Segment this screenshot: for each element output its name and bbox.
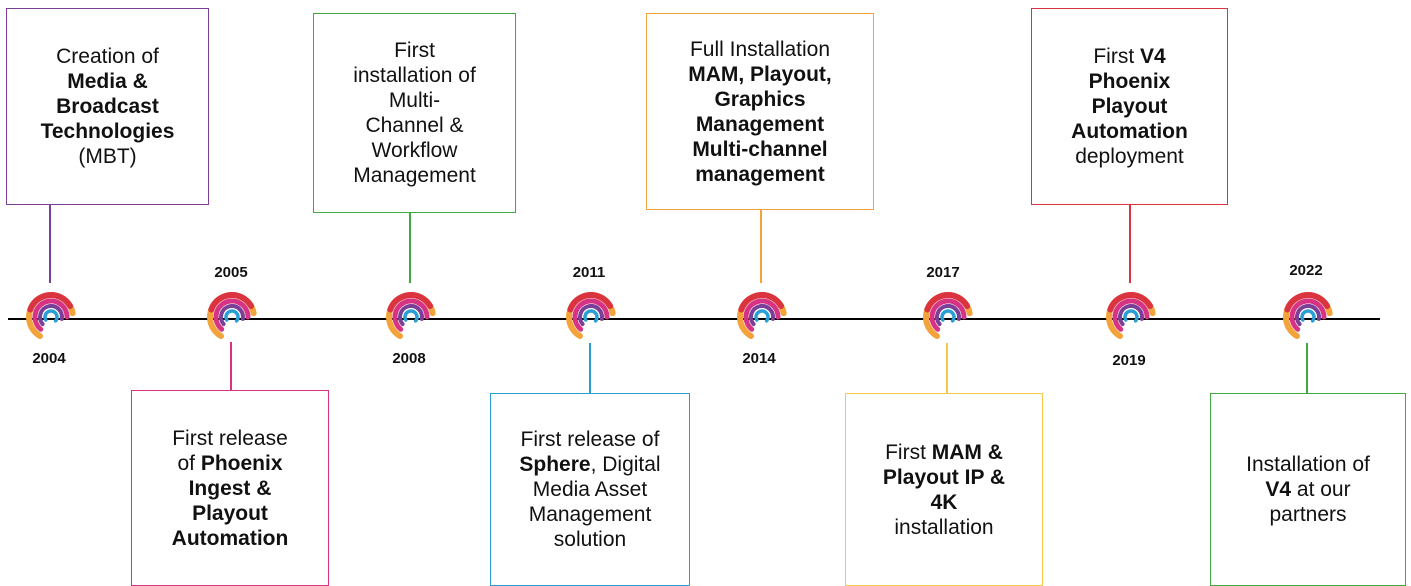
text-part: Management — [528, 503, 652, 526]
text-bold: MAM, Playout, — [688, 62, 832, 86]
text-part: installation — [894, 515, 994, 539]
swirl-logo-icon — [1103, 289, 1159, 345]
text-bold: MAM & — [931, 440, 1003, 464]
text-bold: Playout — [192, 501, 268, 525]
milestone-box-2022: Installation of V4 at our partners — [1210, 393, 1406, 586]
text-part: solution — [553, 528, 627, 551]
text-bold: V4 — [1139, 45, 1166, 68]
text-bold: Automation — [1071, 120, 1188, 143]
text-part: First release — [172, 426, 288, 450]
text-bold: Ingest & — [188, 476, 272, 500]
connector-2011 — [589, 343, 591, 393]
connector-2014 — [760, 210, 762, 283]
text-part: First — [885, 440, 932, 464]
text-bold: Automation — [171, 526, 289, 550]
text-part: Multi- — [388, 89, 441, 112]
text-part: Creation of — [56, 45, 159, 68]
text-part: First — [1093, 45, 1140, 68]
milestone-text: First V4 Phoenix Playout Automation depl… — [1071, 44, 1188, 169]
text-bold: Phoenix — [1088, 70, 1171, 93]
swirl-logo-icon — [563, 289, 619, 345]
milestone-text: Installation of V4 at our partners — [1246, 452, 1370, 527]
year-label-2004: 2004 — [32, 350, 66, 367]
text-part: , Digital — [590, 453, 661, 476]
text-bold: 4K — [930, 490, 958, 514]
text-part: Channel & — [365, 114, 464, 137]
text-part: installation of — [353, 64, 476, 87]
text-bold: management — [695, 162, 825, 186]
text-part: (MBT) — [78, 145, 137, 168]
swirl-logo-icon — [23, 289, 79, 345]
milestone-text: First release of Sphere, Digital Media A… — [519, 427, 660, 552]
connector-2019 — [1129, 205, 1131, 283]
swirl-logo-icon — [204, 289, 260, 345]
milestone-box-2008: First installation of Multi- Channel & W… — [313, 13, 516, 213]
year-label-2019: 2019 — [1112, 352, 1146, 369]
connector-2022 — [1306, 343, 1308, 393]
milestone-box-2017: First MAM & Playout IP & 4K installation — [845, 393, 1043, 586]
text-bold: Phoenix — [200, 451, 283, 475]
swirl-logo-icon — [920, 289, 976, 345]
milestone-text: First release of Phoenix Ingest & Playou… — [172, 426, 289, 551]
text-bold: Media & — [67, 70, 148, 93]
year-label-2008: 2008 — [392, 350, 426, 367]
text-part: deployment — [1075, 145, 1184, 168]
text-bold: V4 — [1265, 478, 1292, 501]
milestone-text: First MAM & Playout IP & 4K installation — [883, 440, 1005, 540]
text-part: at our — [1291, 478, 1351, 501]
milestone-box-2005: First release of Phoenix Ingest & Playou… — [131, 390, 329, 586]
milestone-box-2011: First release of Sphere, Digital Media A… — [490, 393, 690, 586]
milestone-box-2019: First V4 Phoenix Playout Automation depl… — [1031, 8, 1228, 205]
milestone-text: Full Installation MAM, Playout, Graphics… — [688, 37, 832, 187]
text-bold: Multi-channel — [692, 137, 828, 161]
timeline-axis — [8, 318, 1380, 320]
year-label-2022: 2022 — [1289, 262, 1323, 279]
year-label-2014: 2014 — [742, 350, 776, 367]
text-part: Media Asset — [532, 478, 648, 501]
connector-2005 — [230, 342, 232, 390]
text-part: First release of — [520, 428, 660, 451]
year-label-2011: 2011 — [572, 264, 606, 281]
text-bold: Technologies — [40, 120, 175, 143]
text-bold: Management — [695, 112, 825, 136]
text-bold: Sphere — [519, 453, 591, 476]
text-part: partners — [1269, 503, 1347, 526]
text-part: of — [177, 451, 201, 475]
milestone-text: Creation of Media & Broadcast Technologi… — [41, 44, 175, 169]
text-bold: Playout — [1091, 95, 1168, 118]
text-part: Management — [353, 164, 476, 187]
milestone-box-2014: Full Installation MAM, Playout, Graphics… — [646, 13, 874, 210]
text-bold: Broadcast — [56, 95, 159, 118]
connector-2017 — [946, 343, 948, 393]
swirl-logo-icon — [383, 289, 439, 345]
swirl-logo-icon — [734, 289, 790, 345]
milestone-box-2004: Creation of Media & Broadcast Technologi… — [6, 8, 209, 205]
year-label-2005: 2005 — [214, 264, 248, 281]
text-bold: Playout IP & — [882, 465, 1006, 489]
swirl-logo-icon — [1280, 289, 1336, 345]
text-bold: Graphics — [714, 87, 806, 111]
milestone-text: First installation of Multi- Channel & W… — [353, 38, 476, 188]
text-part: Full Installation — [689, 37, 831, 61]
connector-2008 — [409, 213, 411, 283]
text-part: First — [394, 39, 435, 62]
connector-2004 — [49, 205, 51, 283]
year-label-2017: 2017 — [926, 264, 960, 281]
text-part: Installation of — [1246, 453, 1370, 476]
text-part: Workflow — [371, 139, 458, 162]
